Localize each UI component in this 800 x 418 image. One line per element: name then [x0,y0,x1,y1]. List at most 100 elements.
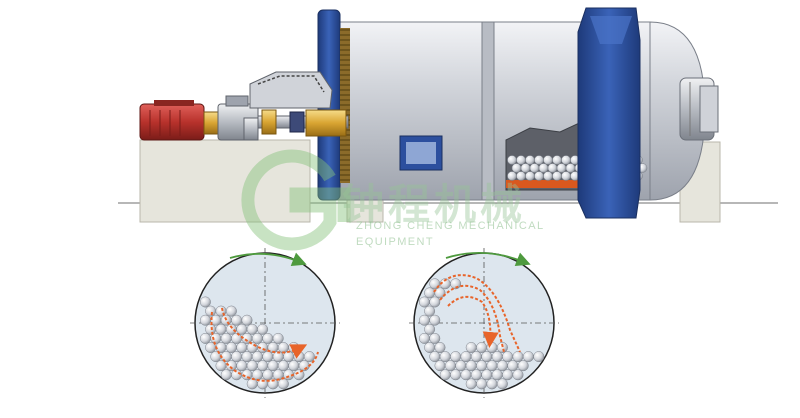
grinding-ball [434,287,446,299]
grinding-ball [246,323,258,335]
grinding-ball [556,163,567,173]
grinding-ball [486,360,498,372]
grinding-ball [516,171,526,181]
grinding-ball [496,360,508,372]
grinding-ball [293,351,305,363]
grinding-ball [465,342,477,353]
shell-band [481,21,495,201]
grinding-ball [424,305,436,317]
grinding-ball [502,369,514,381]
grinding-ball [476,360,488,372]
grinding-ball [543,155,553,165]
grinding-ball [241,314,253,326]
grinding-ball [231,332,243,344]
grinding-ball [272,332,284,344]
grinding-ball [434,342,446,353]
grinding-ball [220,351,232,363]
grinding-ball [205,305,217,317]
drive-train [139,71,349,141]
grinding-ball [543,171,553,181]
grinding-ball [262,369,274,381]
grinding-ball [525,155,535,165]
grinding-ball [450,351,462,363]
grinding-ball [251,351,263,363]
trajectory-path [433,274,521,353]
grinding-ball [481,351,493,363]
grinding-ball [496,342,508,353]
grinding-ball [561,171,571,181]
grinding-ball [534,171,544,181]
logo-g-icon [241,149,351,251]
rotation-arrow-icon [229,252,307,267]
grinding-ball [460,369,472,381]
cross-section-cascading [190,248,340,398]
grinding-ball [511,163,522,173]
grinding-ball [246,342,258,353]
grinding-ball [251,332,263,344]
grinding-ball [257,323,269,335]
grinding-ball [507,155,517,165]
grinding-ball [534,155,544,165]
rotation-arrow-icon [445,251,531,267]
grinding-ball [561,155,571,165]
grinding-ball [199,314,211,326]
grinding-ball [552,171,562,181]
grinding-ball [277,360,289,372]
grinding-ball [476,378,488,390]
grinding-ball [439,351,451,363]
grinding-ball [516,155,526,165]
grinding-ball [246,378,258,390]
grinding-ball [424,287,436,299]
grinding-ball [231,351,243,363]
grinding-ball [507,360,519,372]
coupling [203,111,219,135]
grinding-ball [262,332,274,344]
grinding-ball [486,378,498,390]
grinding-ball [225,342,237,353]
trajectory-path [210,307,319,382]
grinding-ball [262,351,274,363]
grinding-ball [465,360,477,372]
grinding-ball [470,351,482,363]
grinding-ball [429,296,441,308]
grinding-ball [507,171,517,181]
grinding-ball [429,351,441,363]
grinding-ball [424,342,436,353]
discharge-cone [577,7,641,219]
grinding-ball [517,360,529,372]
grinding-ball [460,351,472,363]
grinding-ball [520,163,531,173]
grinding-ball [512,369,524,381]
grinding-ball [288,360,300,372]
grinding-ball [429,332,441,344]
grinding-ball [529,163,540,173]
grinding-ball [418,296,430,308]
grinding-ball [241,351,253,363]
grinding-ball [215,323,227,335]
grinding-ball [418,314,430,326]
grinding-ball [205,323,217,335]
grinding-ball [486,342,498,353]
grinding-ball [220,369,232,381]
grinding-ball [538,163,549,173]
watermark-english-line-2: EQUIPMENT [356,236,434,248]
grinding-ball [450,369,462,381]
motor [139,100,205,141]
right-trunnion [679,77,719,141]
cross-section-cataracting [409,248,559,398]
grinding-ball [231,314,243,326]
grinding-ball [547,163,558,173]
grinding-ball [525,171,535,181]
grinding-ball [502,351,514,363]
grinding-ball [257,360,269,372]
watermark-english-line-1: ZHONG CHENG MECHANICAL [356,220,545,232]
grinding-ball [298,360,310,372]
motor-foundation [139,139,311,223]
grinding-ball [267,360,279,372]
grinding-ball [236,342,248,353]
grinding-ball [522,351,534,363]
grinding-ball [455,360,467,372]
grinding-ball [491,351,503,363]
grinding-ball [470,369,482,381]
